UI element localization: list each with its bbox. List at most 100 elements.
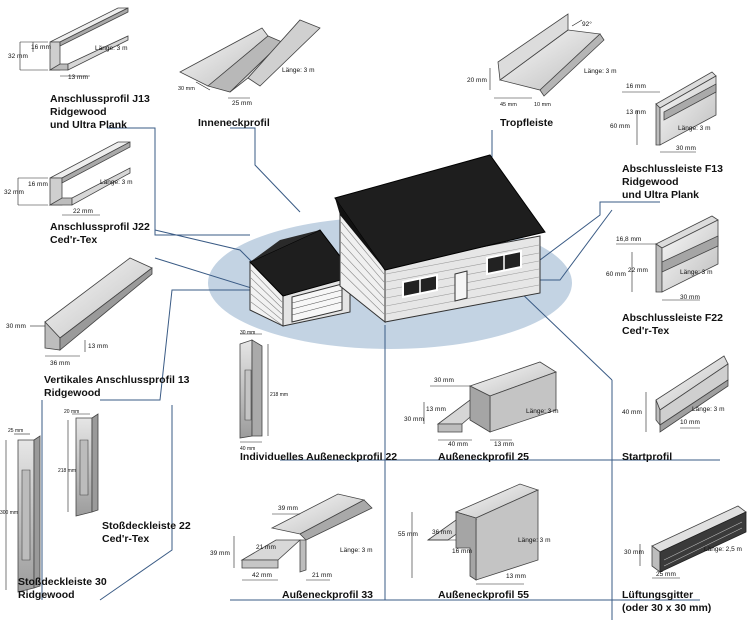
label-indiv: Individuelles Außeneckprofil 22 [240, 451, 397, 464]
dim-ae33-3: Länge: 3 m [340, 547, 373, 554]
dim-inneneck-0: Länge: 3 m [282, 67, 315, 74]
profile-indiv-drawing [239, 333, 269, 443]
dim-j13-0: 16 mm [31, 44, 51, 51]
label-stoss30-line1: Stoßdeckleiste 30 [18, 576, 107, 588]
dim-start-2: 10 mm [680, 419, 700, 426]
dim-ae25-3: Länge: 3 m [526, 408, 559, 415]
label-inneneck: Inneneckprofil [198, 117, 270, 130]
dim-ae33-5: 21 mm [312, 572, 332, 579]
profile-stoss22-drawing [67, 413, 99, 517]
dim-j22-2: 22 mm [73, 208, 93, 215]
label-ae55-line1: Außeneckprofil 55 [438, 589, 530, 601]
profile-f13-drawing [622, 71, 717, 153]
leader-lines [41, 127, 720, 620]
dim-lueft-1: Länge: 2,5 m [704, 546, 742, 553]
label-ae33-line1: Außeneckprofil 33 [282, 589, 374, 601]
dim-f13-1: 13 mm [626, 109, 646, 116]
dim-ae55-0: 36 mm [432, 529, 452, 536]
dim-ae33-4: 42 mm [252, 572, 272, 579]
dim-tropf-0: 92° [582, 20, 592, 28]
dim-tropf-4: 10 mm [534, 102, 551, 108]
label-inneneck-line1: Inneneckprofil [198, 117, 270, 129]
profile-f22-drawing [616, 215, 719, 301]
dim-j13-1: 32 mm [8, 53, 28, 60]
profile-tropf-drawing [489, 13, 605, 99]
label-ae55: Außeneckprofil 55 [438, 589, 529, 602]
dim-ae33-0: 39 mm [278, 505, 298, 512]
label-start-line1: Startprofil [622, 451, 673, 463]
label-stoss30-line2: Ridgewood [18, 589, 75, 601]
dim-stoss22-0: 20 mm [64, 409, 79, 415]
label-stoss22: Stoßdeckleiste 22 Ced'r-Tex [102, 520, 191, 546]
dim-f22-0: 16,8 mm [616, 236, 641, 243]
dim-inneneck-1: 30 mm [178, 86, 195, 92]
dim-stoss30-1: 300 mm [0, 510, 18, 516]
dim-f13-2: 60 mm [610, 123, 630, 130]
label-f13-line3: und Ultra Plank [622, 189, 700, 201]
label-lueft: Lüftungsgitter (oder 30 x 30 mm) [622, 589, 711, 615]
label-stoss22-line1: Stoßdeckleiste 22 [102, 520, 191, 532]
dim-ae25-1: 13 mm [426, 406, 446, 413]
dim-vertical13-1: 13 mm [88, 343, 108, 350]
dim-ae55-3: Länge: 3 m [518, 537, 551, 544]
house-illustration [249, 154, 546, 327]
dim-tropf-2: 20 mm [467, 77, 487, 84]
profile-stoss30-drawing [5, 433, 41, 593]
dim-f22-2: 60 mm [606, 271, 626, 278]
dim-f13-4: 30 mm [676, 145, 696, 152]
label-f22-line2: Ced'r-Tex [622, 325, 670, 337]
dim-f22-1: 22 mm [628, 267, 648, 274]
profile-j13-drawing [19, 7, 129, 77]
label-j13: Anschlussprofil J13 Ridgewood und Ultra … [50, 93, 150, 132]
dim-stoss30-0: 25 mm [8, 428, 23, 434]
profile-ae33-drawing [233, 493, 373, 581]
dim-ae25-4: 40 mm [448, 441, 468, 448]
label-tropf: Tropfleiste [500, 117, 553, 130]
dim-tropf-3: 45 mm [500, 102, 517, 108]
label-f13: Abschlussleiste F13 Ridgewood und Ultra … [622, 163, 723, 202]
dim-start-1: Länge: 3 m [692, 406, 725, 413]
label-indiv-line1: Individuelles Außeneckprofil 22 [240, 451, 398, 463]
label-j13-line2: Ridgewood [50, 106, 107, 118]
profile-inneneck-drawing [179, 19, 321, 99]
dim-indiv-2: 40 mm [240, 446, 255, 452]
label-ae25-line1: Außeneckprofil 25 [438, 451, 530, 463]
label-lueft-line1: Lüftungsgitter [622, 589, 694, 601]
label-f22: Abschlussleiste F22 Ced'r-Tex [622, 312, 723, 338]
label-vertical13: Vertikales Anschlussprofil 13 Ridgewood [44, 374, 190, 400]
dim-lueft-2: 25 mm [656, 571, 676, 578]
label-stoss22-line2: Ced'r-Tex [102, 533, 150, 545]
label-stoss30: Stoßdeckleiste 30 Ridgewood [18, 576, 107, 602]
dim-f22-3: Länge: 3 m [680, 269, 713, 276]
dim-indiv-1: 218 mm [270, 392, 288, 398]
profile-ae55-drawing [411, 483, 540, 585]
dim-j13-2: 13 mm [68, 74, 88, 81]
dim-ae55-1: 55 mm [398, 531, 418, 538]
label-f22-line1: Abschlussleiste F22 [622, 312, 723, 324]
dim-ae55-2: 16 mm [452, 548, 472, 555]
profile-vertical13-drawing [30, 257, 153, 357]
label-j13-line3: und Ultra Plank [50, 119, 128, 131]
label-j22-line2: Ced'r-Tex [50, 234, 98, 246]
dim-tropf-1: Länge: 3 m [584, 68, 617, 75]
dim-f22-4: 30 mm [680, 294, 700, 301]
label-f13-line1: Abschlussleiste F13 [622, 163, 723, 175]
profile-start-drawing [645, 355, 729, 433]
dim-ae55-4: 13 mm [506, 573, 526, 580]
dim-j22-0: 16 mm [28, 181, 48, 188]
profile-lueft-drawing [639, 505, 747, 579]
dim-f13-3: Länge: 3 m [678, 125, 711, 132]
dim-ae25-5: 13 mm [494, 441, 514, 448]
label-vertical13-line2: Ridgewood [44, 387, 101, 399]
dim-ae33-1: 21 mm [256, 544, 276, 551]
label-tropf-line1: Tropfleiste [500, 117, 554, 129]
label-start: Startprofil [622, 451, 672, 464]
dim-indiv-0: 30 mm [240, 330, 255, 336]
label-j22-line1: Anschlussprofil J22 [50, 221, 150, 233]
dimension-labels: 16 mm 32 mm 13 mm Länge: 3 m 16 mm 32 mm… [0, 20, 742, 580]
label-ae33: Außeneckprofil 33 [282, 589, 373, 602]
dim-ae25-2: 30 mm [404, 416, 424, 423]
dim-ae25-0: 30 mm [434, 377, 454, 384]
label-vertical13-line1: Vertikales Anschlussprofil 13 [44, 374, 190, 386]
dim-inneneck-2: 25 mm [232, 100, 252, 107]
